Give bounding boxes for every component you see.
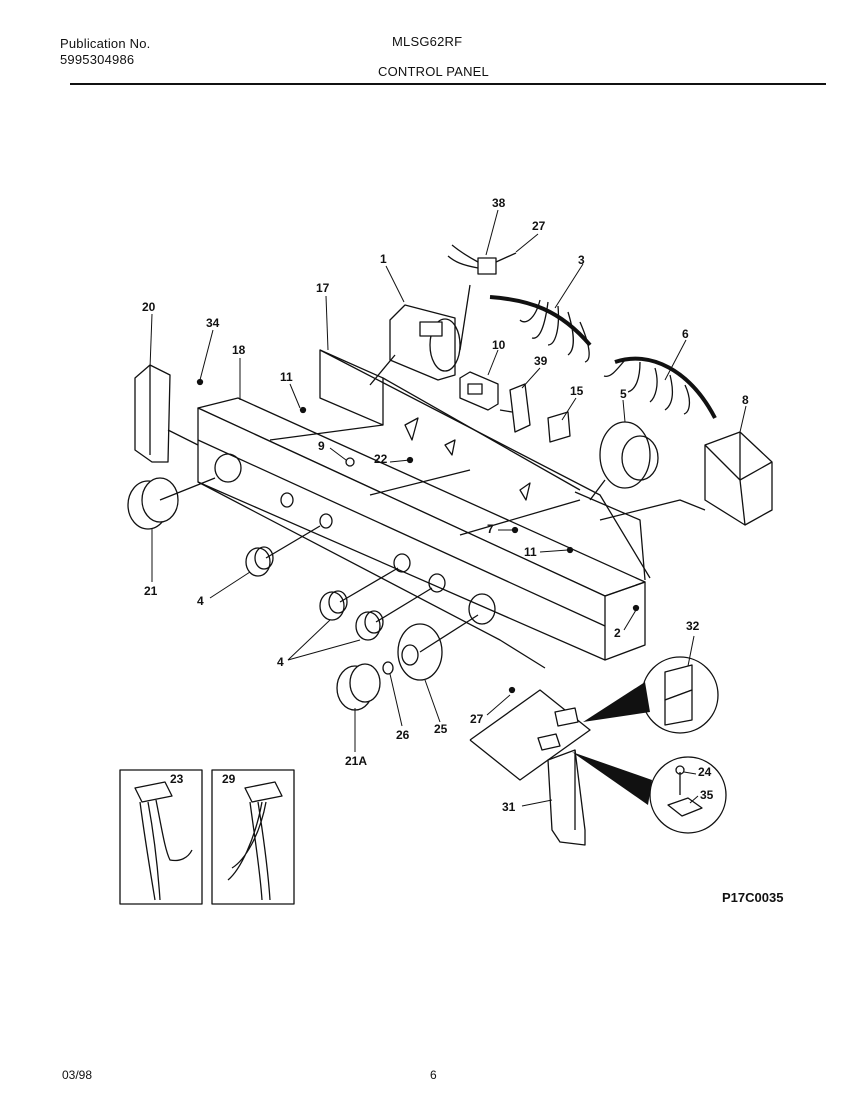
callout-6: 6 bbox=[682, 327, 689, 341]
wire-harness-6 bbox=[603, 356, 717, 419]
callout-1: 1 bbox=[380, 252, 387, 266]
callout-20: 20 bbox=[142, 300, 156, 314]
detail-circle-32 bbox=[583, 656, 719, 734]
leader-lines bbox=[149, 209, 747, 807]
callout-21a: 21A bbox=[345, 754, 368, 768]
model-number: MLSG62RF bbox=[392, 34, 463, 49]
publication-number: 5995304986 bbox=[60, 52, 135, 67]
knob-4-center bbox=[319, 567, 399, 621]
callout-21: 21 bbox=[144, 584, 158, 598]
switch-part-39 bbox=[499, 383, 531, 433]
callout-3: 3 bbox=[578, 253, 585, 267]
callout-27-bottom: 27 bbox=[470, 712, 484, 726]
section-title: CONTROL PANEL bbox=[378, 64, 489, 79]
page-number: 6 bbox=[430, 1068, 437, 1082]
callout-29: 29 bbox=[222, 772, 236, 786]
knob-4-right bbox=[355, 587, 433, 641]
footer-date: 03/98 bbox=[62, 1068, 93, 1082]
callout-31: 31 bbox=[502, 800, 516, 814]
callout-22: 22 bbox=[374, 452, 388, 466]
header-rule bbox=[70, 83, 826, 85]
callout-9: 9 bbox=[318, 439, 325, 453]
callout-15: 15 bbox=[570, 384, 584, 398]
callout-18: 18 bbox=[232, 343, 246, 357]
callout-24: 24 bbox=[698, 765, 712, 779]
washer-26 bbox=[382, 661, 394, 675]
control-module-8 bbox=[599, 431, 773, 526]
knob-21 bbox=[127, 477, 216, 530]
wire-harness-3 bbox=[489, 295, 592, 363]
callout-25: 25 bbox=[434, 722, 448, 736]
callout-2: 2 bbox=[614, 626, 621, 640]
callout-34: 34 bbox=[206, 316, 220, 330]
callout-17: 17 bbox=[316, 281, 330, 295]
callout-11-right: 11 bbox=[524, 545, 537, 559]
control-panel-console bbox=[197, 397, 646, 669]
callout-38: 38 bbox=[492, 196, 506, 210]
callout-11-left: 11 bbox=[280, 370, 293, 384]
callout-23: 23 bbox=[170, 772, 184, 786]
callout-4-left: 4 bbox=[197, 594, 204, 608]
callout-8: 8 bbox=[742, 393, 749, 407]
harness-box-23 bbox=[119, 769, 203, 905]
callout-10: 10 bbox=[492, 338, 506, 352]
callout-39: 39 bbox=[534, 354, 548, 368]
dial-25 bbox=[397, 614, 479, 681]
callout-27-top: 27 bbox=[532, 219, 546, 233]
timer-part-1 bbox=[369, 304, 461, 386]
switch-part-15 bbox=[547, 411, 571, 443]
callout-26: 26 bbox=[396, 728, 410, 742]
bracket-31 bbox=[469, 689, 591, 846]
rear-frame-17 bbox=[269, 349, 651, 581]
screws bbox=[196, 378, 640, 694]
callout-5: 5 bbox=[620, 387, 627, 401]
pressure-switch-5 bbox=[589, 421, 659, 501]
callout-7: 7 bbox=[487, 522, 494, 536]
switch-part-10 bbox=[459, 371, 499, 411]
end-cap-20 bbox=[134, 364, 199, 463]
callout-32: 32 bbox=[686, 619, 700, 633]
callout-4-bottom: 4 bbox=[277, 655, 284, 669]
harness-box-29 bbox=[211, 769, 295, 905]
knob-4-left bbox=[245, 525, 321, 577]
knob-21a bbox=[336, 663, 381, 711]
callout-35: 35 bbox=[700, 788, 714, 802]
publication-label: Publication No. bbox=[60, 36, 151, 51]
detail-circle-24-35 bbox=[572, 752, 727, 834]
figure-code: P17C0035 bbox=[722, 890, 784, 905]
switch-part-38 bbox=[447, 244, 517, 351]
